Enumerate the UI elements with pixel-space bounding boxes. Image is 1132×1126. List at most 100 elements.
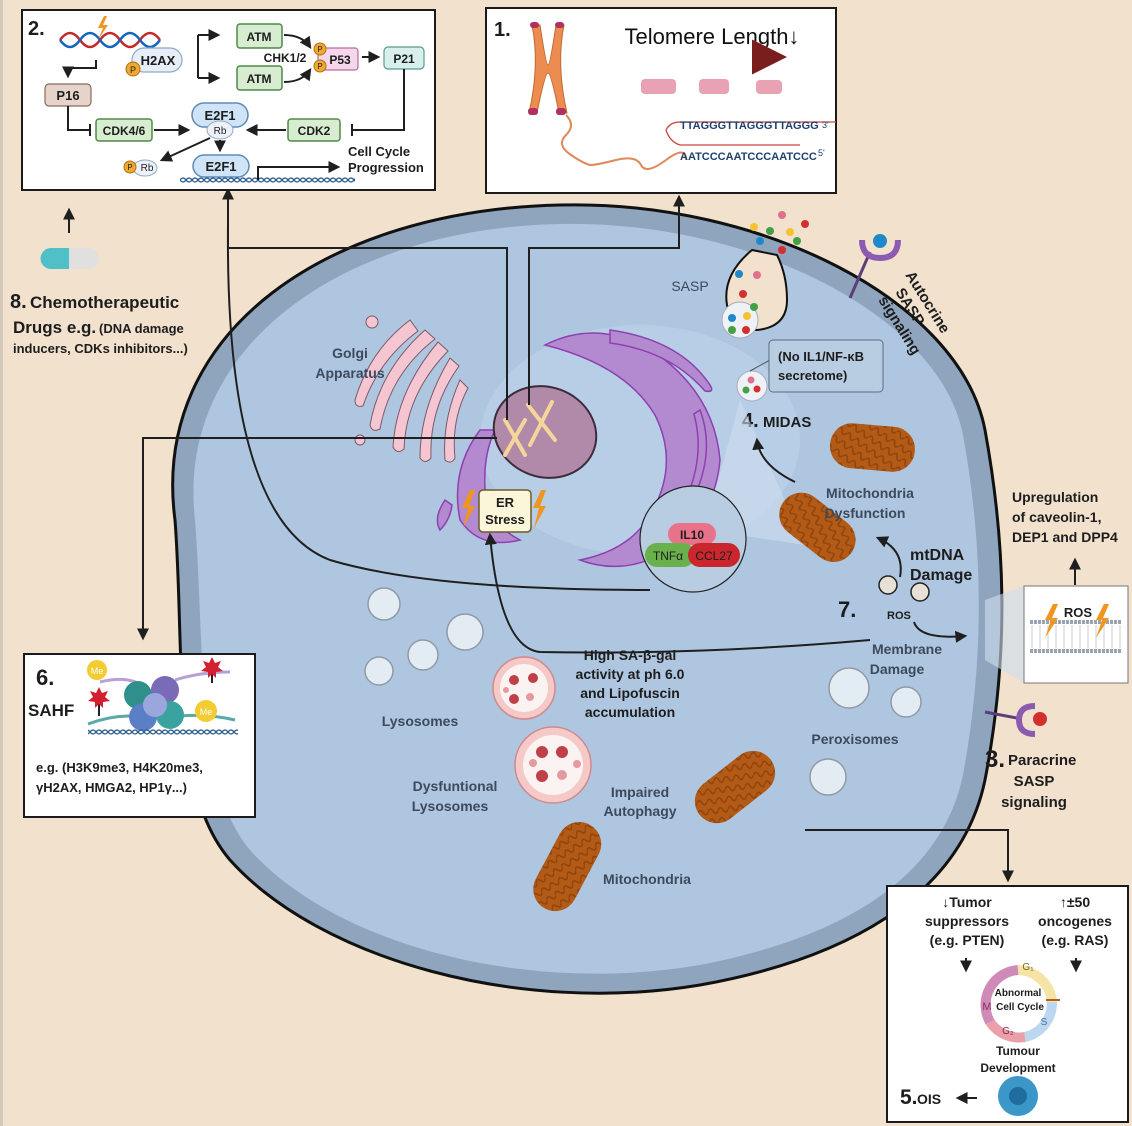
midas-label: MIDAS [763,414,811,431]
chromosome-icon [528,22,687,170]
arrow-to-ois [805,829,1014,883]
mitochondrion [533,822,602,912]
lightning-icon [98,16,108,40]
dys-lys-label-1: Dysfuntional [413,778,498,794]
telomere-title: Telomere Length↓ [625,24,800,49]
mito-dys-label-2: Dysfunction [825,505,906,521]
dna-damage-icon [58,16,162,49]
chemo-line3: inducers, CDKs inhibitors...) [13,341,188,356]
tumor-supp-2: suppressors [925,913,1009,929]
lightning-icon [533,490,546,528]
peroxisomes [809,667,922,796]
chk-label: CHK1/2 [264,51,307,65]
telomere-segments [641,79,782,94]
golgi-apparatus [354,315,469,463]
sagal-label-1: High SA-β-gal [584,647,677,663]
chemo-line2-rest: (DNA damage [99,321,184,336]
phospho-p53-1: P [317,45,322,54]
mitochondria-label: Mitochondria [603,871,691,887]
ois-number: 5. [900,1086,918,1109]
sahf-title: SAHF [28,701,74,720]
dysfunctional-lysosome [514,726,592,804]
tnfa-label: TNFα [653,549,683,563]
lightning-icon [462,490,475,528]
il10-label: IL10 [680,528,704,542]
sagal-label-3: and Lipofuscin [580,685,680,701]
oncogenes-3: (e.g. RAS) [1042,932,1109,948]
sagal-label-2: activity at ph 6.0 [576,666,685,682]
tumour-cell-icon [998,1076,1038,1116]
sasp-label: SASP [671,278,708,294]
p53-label: P53 [329,53,351,67]
oncogenes-1: ↑±50 [1060,894,1090,910]
panel-sahf: 6. SAHF Me Me e.g. (H3K9me3, H4K20me3, γ… [23,653,256,818]
ois-label: OIS [917,1091,941,1107]
paracrine-text-2: SASP [1014,773,1055,790]
paracrine-number: 3. [985,746,1005,773]
me-label-1: Me [91,666,104,676]
panel-dna-damage-response: 2. H2AX P P16 ATM ATM CHK1/2 P53 P P P21 [21,9,436,191]
membrane-damage-2: Damage [870,661,925,677]
lightning-icon [1096,604,1109,638]
progression-2: Progression [348,160,424,175]
mark-icon [201,657,223,678]
chemo-title: Chemotherapeutic [30,293,179,312]
arrow-ros-to-er [484,532,871,654]
telomere-seq-bottom-end: 5' [818,148,825,158]
er-stress-text-1: ER [496,495,515,510]
paracrine-receptor [984,703,1047,737]
atm-bottom-label: ATM [246,72,271,86]
lysosomes-label: Lysosomes [382,713,459,729]
telomere-seq-bottom: AATCCCAATCCCAATCCC [680,151,817,163]
midas-vesicle [736,359,771,402]
dna-strand [180,177,355,185]
nucleus [492,385,598,479]
phase-s: S [1041,1017,1048,1028]
mitochondrion-dysfunctional [779,492,856,562]
left-edge [0,0,3,1126]
arrow-nucleus-to-panel2 [222,187,508,420]
ros-box-label: ROS [1064,605,1093,620]
inhibit-cdk46 [67,106,91,136]
arrow-mtdna [875,536,902,578]
mtdna-circle [878,575,898,595]
p21-label: P21 [393,52,415,66]
upregulation-3: DEP1 and DPP4 [1012,529,1118,545]
mitochondrion-dysfunctional-top [829,423,915,472]
mtdna-label-2: Damage [910,567,972,584]
cycle-center-1: Abnormal [995,988,1042,999]
arrow-ros [913,621,968,643]
upregulation-2: of caveolin-1, [1012,509,1101,525]
er-stress-label: ER Stress [462,489,546,533]
mtdna-label-1: mtDNA [910,547,965,564]
phase-m: M [982,1001,991,1013]
mtdna-circle [910,582,930,602]
autophagy-label-1: Impaired [611,784,669,800]
sahf-examples-1: e.g. (H3K9me3, H4K20me3, [36,760,203,775]
golgi-label-1: Golgi [332,345,368,361]
tumour-dev-1: Tumour [996,1044,1040,1058]
phospho-h2ax: P [130,65,136,75]
cell-cycle-ring [980,965,1060,1043]
ros-number: 7. [838,597,856,622]
ros-membrane-box: ROS [1023,585,1129,684]
golgi-label-2: Apparatus [315,365,384,381]
arrow-to-midas [752,437,796,483]
cdk2-label: CDK2 [298,124,331,138]
sagal-label-4: accumulation [585,704,675,720]
arrow-nucleus-to-sahf [137,437,497,641]
e2f1-top-label: E2F1 [204,108,235,123]
lysosomes [364,587,484,686]
tumor-supp-1: ↓Tumor [942,894,992,910]
panel-ois: ↓Tumor suppressors (e.g. PTEN) ↑±50 onco… [886,885,1129,1123]
p16-label: P16 [56,88,79,103]
phase-g1: G₁ [1022,962,1034,973]
telomere-seq-top-end: 3' [822,120,829,130]
upregulation-1: Upregulation [1012,489,1098,505]
prb-label: Rb [141,163,154,174]
midas-note-1: (No IL1/NF-κB [778,349,864,364]
arrow-to-p16 [62,60,97,79]
sahf-examples-2: γH2AX, HMGA2, HP1γ...) [36,780,187,795]
cycle-center-2: Cell Cycle [996,1002,1044,1013]
